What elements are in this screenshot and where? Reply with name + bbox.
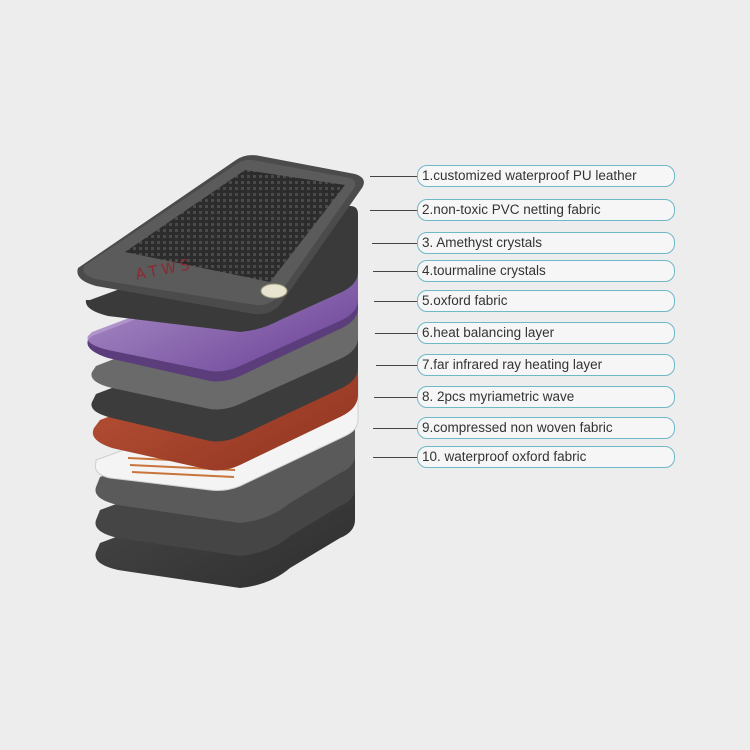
layer-label: 9.compressed non woven fabric (417, 417, 675, 439)
leader-line (374, 397, 417, 398)
mesh-netting-panel (125, 170, 345, 282)
layer-label: 8. 2pcs myriametric wave (417, 386, 675, 408)
layer-label: 10. waterproof oxford fabric (417, 446, 675, 468)
control-button (260, 283, 288, 299)
layer-label: 4.tourmaline crystals (417, 260, 675, 282)
leader-line (370, 210, 417, 211)
leader-line (374, 301, 417, 302)
layer-label: 6.heat balancing layer (417, 322, 675, 344)
layer-label: 2.non-toxic PVC netting fabric (417, 199, 675, 221)
leader-line (375, 333, 417, 334)
layer-label: 1.customized waterproof PU leather (417, 165, 675, 187)
layer-label: 5.oxford fabric (417, 290, 675, 312)
leader-line (373, 457, 417, 458)
leader-line (373, 428, 417, 429)
layer-label: 3. Amethyst crystals (417, 232, 675, 254)
leader-line (372, 243, 417, 244)
leader-line (376, 365, 417, 366)
layer-label: 7.far infrared ray heating layer (417, 354, 675, 376)
leader-line (373, 271, 417, 272)
leader-line (370, 176, 417, 177)
